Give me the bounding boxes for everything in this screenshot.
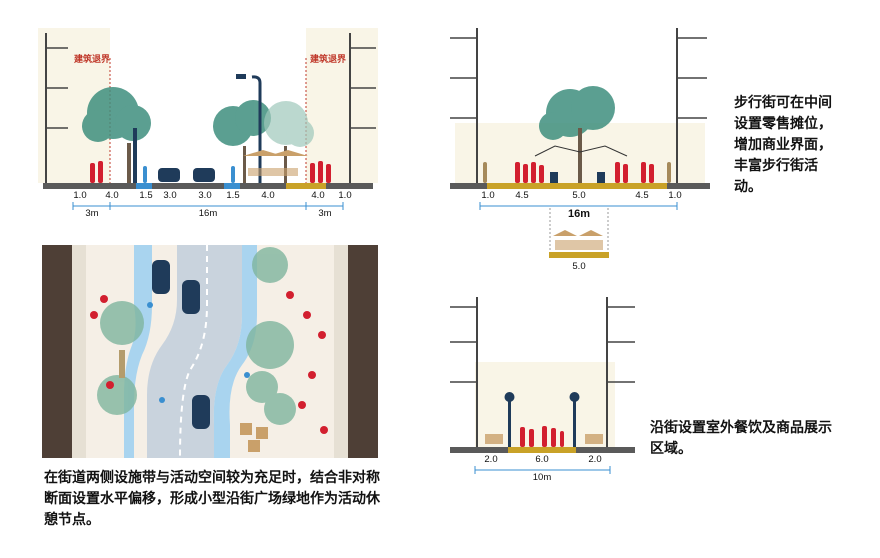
dim-label: 4.0 [261, 190, 275, 201]
dim-label: 4.0 [311, 190, 325, 201]
narrow-street-drawing [450, 297, 635, 474]
dim-label: 1.0 [338, 190, 352, 201]
pedestrian-street-drawing [450, 28, 710, 260]
pedestrian-street-section: 1.0 4.5 5.0 4.5 1.0 16m 5.0 [445, 28, 720, 278]
dim-label: 5.0 [572, 190, 586, 201]
dim-label: 1.0 [668, 190, 682, 201]
dim-label: 6.0 [535, 454, 549, 465]
street-plan-drawing [42, 245, 378, 458]
dim-label: 4.0 [105, 190, 119, 201]
total-dim-label: 3m [318, 208, 332, 219]
dim-label: 1.5 [226, 190, 240, 201]
total-dim-label: 16m [198, 208, 218, 219]
building-line-label-right: 建筑退界 [310, 55, 347, 65]
detail-dim-label: 5.0 [572, 261, 586, 272]
street-section-16m: 建筑退界 建筑退界 1.0 4.0 1.5 3.0 3.0 1.5 4.0 4.… [38, 28, 383, 223]
narrow-street-section: 2.0 6.0 2.0 10m [445, 292, 645, 487]
total-dim-label: 3m [85, 208, 99, 219]
pedestrian-street-note: 步行街可在中间设置零售摊位，增加商业界面，丰富步行街活动。 [734, 95, 832, 195]
dim-label: 4.5 [635, 190, 649, 201]
total-dim-label: 10m [532, 472, 552, 483]
street-section-16m-drawing [38, 28, 378, 210]
dim-label: 1.0 [481, 190, 495, 201]
dim-label: 1.0 [73, 190, 87, 201]
dim-label: 4.5 [515, 190, 529, 201]
dim-label: 1.5 [139, 190, 153, 201]
dim-label: 2.0 [484, 454, 498, 465]
building-line-label-left: 建筑退界 [74, 55, 111, 65]
dim-label: 3.0 [163, 190, 177, 201]
dim-label: 3.0 [198, 190, 212, 201]
narrow-street-note: 沿街设置室外餐饮及商品展示区域。 [650, 420, 832, 457]
plan-view-note: 在街道两侧设施带与活动空间较为充足时，结合非对称断面设置水平偏移，形成小型沿街广… [44, 470, 380, 528]
total-dim-label: 16m [567, 208, 591, 220]
dim-label: 2.0 [588, 454, 602, 465]
street-plan-view [42, 245, 378, 458]
